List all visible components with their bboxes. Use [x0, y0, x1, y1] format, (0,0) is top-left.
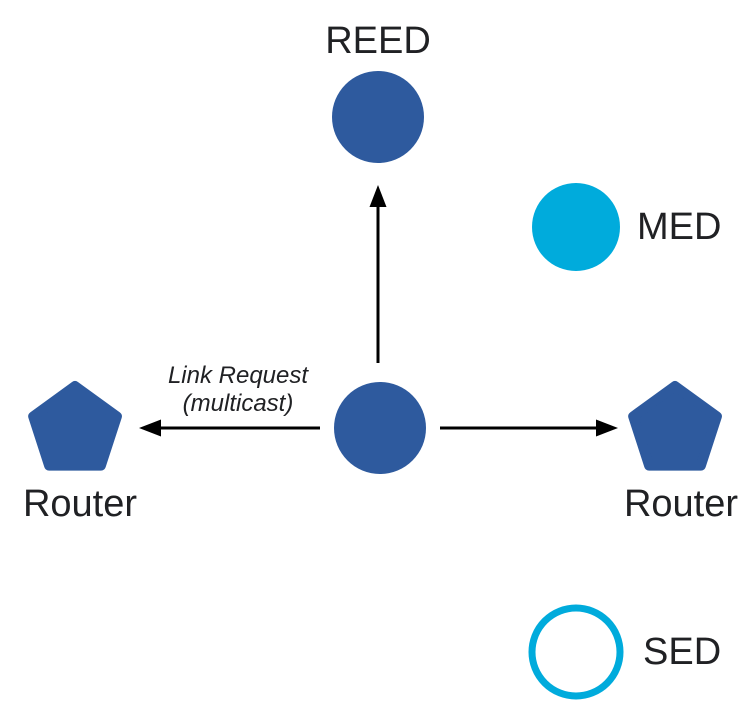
med-label: MED — [637, 206, 722, 248]
arrow-to-right-router — [440, 419, 618, 437]
arrow-to-right-router-head — [596, 419, 618, 437]
med-node-circle — [532, 183, 620, 271]
router-right-label: Router — [623, 483, 739, 525]
arrow-to-reed — [369, 185, 387, 363]
link-request-annotation-line1: Link Request — [167, 362, 309, 389]
link-request-annotation: Link Request (multicast) — [118, 362, 358, 418]
sed-node-circle — [528, 604, 624, 700]
sender-node-circle — [334, 382, 426, 474]
router-right-pentagon — [628, 381, 722, 471]
sed-label: SED — [643, 631, 722, 673]
reed-node-circle — [332, 71, 424, 163]
link-request-annotation-line2: (multicast) — [182, 390, 294, 417]
arrow-to-left-router-head — [139, 419, 161, 437]
router-left-label: Router — [22, 483, 138, 525]
router-left-pentagon — [28, 381, 122, 471]
arrow-to-left-router — [139, 419, 320, 437]
arrow-to-reed-head — [369, 185, 387, 207]
reed-label: REED — [325, 20, 431, 62]
